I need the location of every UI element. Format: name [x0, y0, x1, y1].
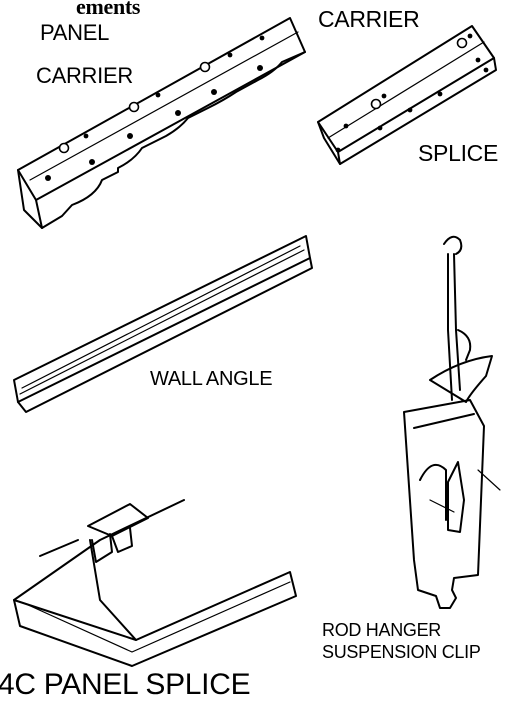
panel-carrier-label: CARRIER — [36, 63, 133, 88]
carrier-label: CARRIER — [318, 6, 420, 32]
rod-hanger-label-line2: SUSPENSION CLIP — [322, 642, 481, 662]
rod-hanger-label-line1: ROD HANGER — [322, 620, 442, 640]
wall-angle-drawing — [13, 235, 313, 413]
panel-label: PANEL — [40, 20, 110, 45]
splice-label: SPLICE — [418, 140, 499, 166]
panel-splice-drawing — [13, 499, 297, 667]
panel-splice-label: 4C PANEL SPLICE — [0, 668, 251, 701]
carrier-splice-drawing — [317, 25, 497, 165]
rod-hanger-drawing — [403, 235, 501, 609]
panel-carrier-drawing — [17, 17, 306, 229]
page-title: ements — [76, 0, 141, 19]
wall-angle-label: WALL ANGLE — [150, 368, 273, 390]
